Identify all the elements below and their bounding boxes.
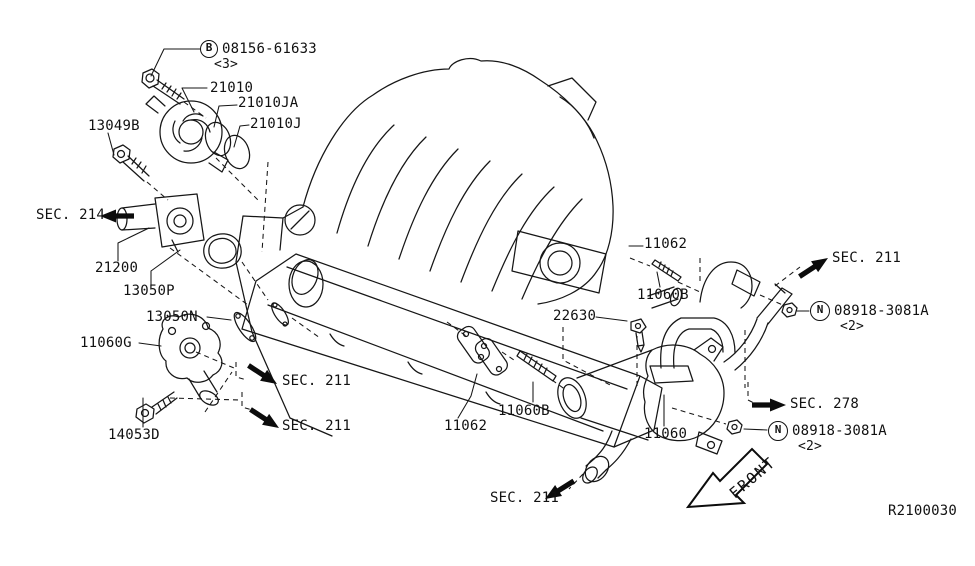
callout-11060b-upper: 11060B: [637, 287, 689, 303]
nut-upper-drawing: [781, 302, 798, 318]
bolt-13049b-drawing: [112, 144, 150, 182]
callout-11060g: 11060G: [80, 335, 132, 351]
callout-11060b-lower: 11060B: [498, 403, 550, 419]
outlet-11060g-drawing: [158, 313, 223, 406]
nut-lower-drawing: [726, 419, 743, 435]
callout-13050n: 13050N: [146, 309, 198, 325]
callout-21200: 21200: [95, 260, 139, 276]
callout-14053d: 14053D: [108, 427, 160, 443]
water-pump-drawing: [145, 95, 229, 173]
section-arrows: [100, 209, 828, 509]
front-arrow: [685, 447, 769, 509]
callout-nut-upper-number: 08918-3081A: [834, 303, 929, 319]
section-ref-211-right: SEC. 211: [832, 250, 902, 266]
sec-278-arrow: [752, 398, 786, 412]
sec-211-b-arrow: [249, 407, 279, 428]
sec-211-bottom-arrow: [545, 478, 576, 499]
leader-lines: [107, 48, 810, 431]
section-ref-211-bottom: SEC. 211: [490, 490, 560, 506]
gasket-11062-lower-drawings: [456, 325, 508, 376]
gasket-13050n-drawings: [233, 302, 289, 343]
callout-nut-lower-qty: <2>: [798, 439, 823, 454]
diagram-reference-code: R2100030: [888, 503, 958, 519]
circled-b-symbol: B: [200, 40, 218, 58]
callout-11060: 11060: [644, 426, 688, 442]
callout-22630: 22630: [553, 308, 597, 324]
n-symbol-letter-upper: N: [816, 303, 824, 316]
callout-nut-lower-number: 08918-3081A: [792, 423, 887, 439]
stud-11060b-upper-drawing: [651, 259, 682, 282]
callout-nut-upper-qty: <2>: [840, 319, 865, 334]
bolt-08156-drawing: [141, 68, 185, 105]
callout-bolt-b-qty: <3>: [214, 57, 239, 72]
callout-bolt-b-number: 08156-61633: [222, 41, 317, 57]
section-ref-211-a: SEC. 211: [282, 373, 352, 389]
thermostat-housing-drawing: [116, 193, 205, 253]
sec-211-right-arrow: [798, 258, 828, 279]
b-symbol-letter: B: [205, 41, 213, 54]
sec-214-arrow: [100, 209, 134, 223]
callout-21010ja: 21010JA: [238, 95, 299, 111]
section-ref-211-b: SEC. 211: [282, 418, 352, 434]
engine-drawing: [235, 57, 683, 448]
callout-21010: 21010: [210, 80, 254, 96]
sensor-22630-drawing: [630, 318, 647, 353]
water-pipe-assembly-drawing: [557, 261, 793, 484]
stud-11060b-lower-drawing: [516, 350, 557, 382]
n-symbol-letter-lower: N: [774, 423, 782, 436]
callout-13049b: 13049B: [88, 118, 140, 134]
section-ref-278: SEC. 278: [790, 396, 860, 412]
sec-211-a-arrow: [247, 363, 277, 384]
callout-11062-upper: 11062: [644, 236, 688, 252]
callout-11062-lower: 11062: [444, 418, 488, 434]
bolt-14053d-drawing: [135, 391, 178, 424]
circled-n-symbol-upper: N: [810, 301, 830, 321]
circled-n-symbol-lower: N: [768, 421, 788, 441]
oring-drawings: [204, 121, 251, 170]
dashed-assembly-lines: [146, 101, 801, 490]
callout-21010j: 21010J: [250, 116, 302, 132]
section-ref-214: SEC. 214: [36, 207, 106, 223]
gasket-13050p-drawing: [203, 233, 242, 269]
callout-13050p: 13050P: [123, 283, 175, 299]
